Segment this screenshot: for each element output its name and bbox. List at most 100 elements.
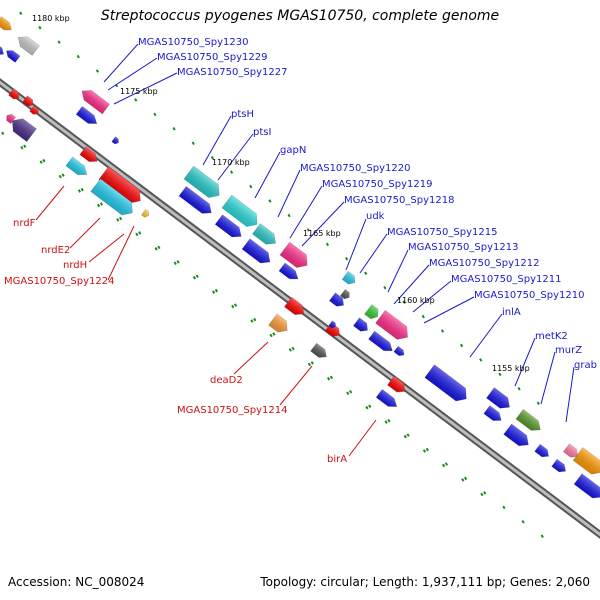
gene-feature — [562, 443, 578, 458]
topology-text: Topology: circular; Length: 1,937,111 bp… — [260, 575, 590, 589]
gene-feature — [0, 42, 4, 55]
gene-label[interactable]: nrdH — [63, 260, 88, 271]
gene-shade — [280, 242, 308, 268]
gene-label[interactable]: ptsI — [253, 127, 272, 138]
tick-mark — [253, 317, 257, 322]
leader-line — [423, 296, 475, 324]
tick-mark — [498, 372, 502, 377]
gene-label[interactable]: MGAS10750_Spy1227 — [177, 67, 288, 78]
gene-feature — [328, 320, 336, 329]
tick-mark — [287, 213, 291, 218]
gene-shade — [98, 166, 141, 204]
gene-feature — [241, 238, 271, 264]
gene-label[interactable]: MGAS10750_Spy1219 — [322, 179, 433, 190]
tick-mark — [346, 391, 350, 395]
tick-mark — [383, 285, 387, 290]
gene-label[interactable]: nrdF — [13, 218, 36, 229]
gene-feature — [6, 113, 17, 125]
gene-label[interactable]: inlA — [502, 307, 521, 318]
gene-shade — [424, 364, 467, 402]
tick-mark — [425, 447, 429, 452]
leader-line — [69, 217, 101, 249]
gene-shade — [310, 343, 327, 358]
leader-line — [469, 313, 503, 358]
gene-label[interactable]: MGAS10750_Spy1215 — [387, 227, 498, 238]
tick-mark — [517, 387, 521, 391]
gene-label[interactable]: birA — [327, 454, 348, 465]
gene-shade — [0, 16, 12, 31]
gene-feature — [178, 185, 212, 214]
gene-feature — [503, 423, 529, 447]
tick-mark — [153, 112, 157, 117]
gene-feature — [310, 342, 327, 358]
gene-shade — [375, 310, 408, 340]
gene-shade — [111, 136, 119, 144]
gene-feature — [534, 443, 549, 458]
gene-label[interactable]: MGAS10750_Spy1220 — [300, 163, 411, 174]
leader-line — [393, 264, 430, 305]
tick-mark — [421, 314, 425, 319]
leader-line — [279, 365, 313, 406]
tick-mark — [77, 189, 82, 193]
leader-line — [202, 115, 232, 166]
gene-label[interactable]: murZ — [555, 345, 583, 356]
tick-mark — [99, 202, 104, 206]
tick-mark — [39, 160, 43, 164]
scale-label: 1175 kbp — [120, 87, 158, 96]
tick-mark — [116, 218, 120, 222]
tick-mark — [365, 405, 369, 410]
gene-label[interactable]: metK2 — [535, 331, 568, 342]
leader-line — [88, 233, 125, 263]
gene-label[interactable]: MGAS10750_Spy1230 — [138, 37, 249, 48]
tick-mark — [402, 300, 406, 304]
gene-label[interactable]: MGAS10750_Spy1210 — [474, 290, 585, 301]
gene-label[interactable]: MGAS10750_Spy1218 — [344, 195, 455, 206]
gene-feature — [221, 194, 258, 227]
tick-mark — [406, 433, 410, 437]
tick-mark — [58, 174, 62, 179]
gene-label[interactable]: MGAS10750_Spy1214 — [177, 405, 288, 416]
tick-mark — [483, 491, 487, 495]
gene-label[interactable]: nrdE2 — [41, 245, 71, 256]
gene-label[interactable]: ptsH — [231, 109, 254, 120]
tick-mark — [368, 404, 372, 408]
gene-label[interactable]: grab — [574, 360, 597, 371]
gene-label[interactable]: deaD2 — [210, 375, 243, 386]
gene-label[interactable]: MGAS10750_Spy1211 — [451, 274, 562, 285]
gene-feature — [79, 146, 98, 162]
tick-mark — [269, 333, 273, 338]
accession-text: Accession: NC_008024 — [8, 575, 145, 589]
gene-feature — [352, 317, 368, 332]
gene-feature — [90, 178, 133, 216]
leader-line — [107, 225, 135, 281]
tick-mark — [96, 203, 101, 208]
gene-shade — [141, 209, 149, 218]
tick-mark — [20, 145, 24, 150]
gene-shade — [279, 262, 298, 280]
gene-feature — [6, 50, 21, 63]
gene-feature — [393, 345, 405, 357]
tick-mark — [326, 377, 331, 381]
gene-label[interactable]: MGAS10750_Spy1229 — [157, 52, 268, 63]
gene-label[interactable]: MGAS10750_Spy1213 — [408, 242, 519, 253]
tick-mark — [307, 362, 312, 367]
gene-feature — [339, 288, 350, 300]
gene-label[interactable]: gapN — [280, 145, 307, 156]
tick-mark — [444, 462, 449, 466]
gene-feature — [12, 118, 37, 143]
tick-mark — [172, 127, 176, 131]
gene-feature — [324, 322, 340, 337]
gene-feature — [387, 375, 406, 393]
gene-feature — [375, 309, 408, 340]
gene-label[interactable]: udk — [366, 211, 385, 222]
gene-shade — [8, 88, 19, 100]
gene-label[interactable]: MGAS10750_Spy1224 — [4, 276, 115, 287]
gene-feature — [364, 304, 379, 320]
tick-mark — [42, 158, 46, 163]
tick-mark — [440, 329, 445, 333]
gene-label[interactable]: MGAS10750_Spy1212 — [429, 258, 540, 269]
tick-mark — [191, 141, 195, 146]
gene-shade — [329, 292, 344, 307]
gene-shade — [376, 389, 397, 407]
tick-mark — [157, 245, 161, 250]
